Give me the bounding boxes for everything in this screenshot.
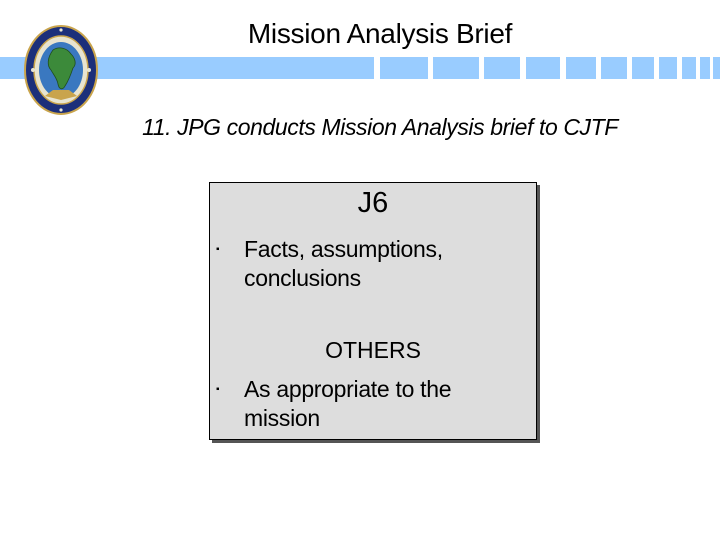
slide-subtitle: 11. JPG conducts Mission Analysis brief … <box>142 114 618 140</box>
slide-title: Mission Analysis Brief <box>247 18 513 49</box>
band-block <box>659 57 677 79</box>
band-block <box>566 57 596 79</box>
bullet-text-line: As appropriate to the <box>244 376 452 402</box>
band-block <box>601 57 627 79</box>
bullet-marker: ▪ <box>216 384 220 395</box>
band-block <box>682 57 696 79</box>
band-block <box>700 57 710 79</box>
box-heading: J6 <box>357 187 389 219</box>
bullet-item: ▪ As appropriate to the mission <box>216 375 524 433</box>
band-block <box>484 57 520 79</box>
band-block <box>713 57 720 79</box>
content-box: J6 ▪ Facts, assumptions, conclusions OTH… <box>209 182 537 440</box>
band-block <box>433 57 479 79</box>
bullet-marker: ▪ <box>216 244 220 255</box>
bullet-item: ▪ Facts, assumptions, conclusions <box>216 235 524 293</box>
band-block <box>380 57 428 79</box>
us-africa-command-seal-icon <box>23 24 99 116</box>
band-block <box>526 57 560 79</box>
bullet-text-line: conclusions <box>244 265 361 291</box>
title-band <box>0 57 720 79</box>
band-block <box>632 57 654 79</box>
bullet-text-line: mission <box>244 405 320 431</box>
box-subheading: OTHERS <box>325 337 421 363</box>
bullet-text-line: Facts, assumptions, <box>244 236 443 262</box>
